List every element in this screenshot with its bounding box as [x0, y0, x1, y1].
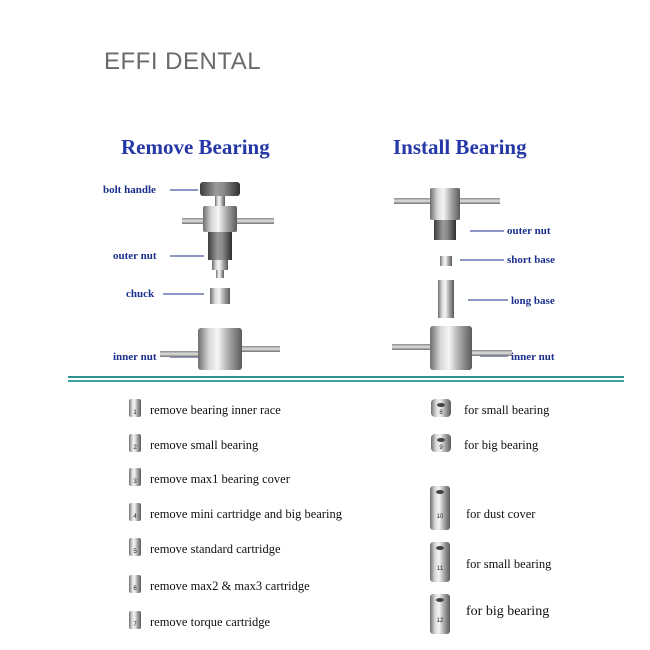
label-long-base: long base [511, 295, 555, 307]
svg-text:3: 3 [133, 479, 137, 485]
chuck-part-icon: 5 [129, 538, 141, 556]
svg-text:7: 7 [133, 622, 137, 628]
part-description: remove standard cartridge [150, 542, 281, 556]
svg-text:4: 4 [133, 514, 137, 520]
chuck-part-icon: 1 [129, 399, 141, 417]
short-base-part-icon: 8 [431, 399, 451, 417]
part-description: remove torque cartridge [150, 615, 271, 629]
label-remove-inner-nut: inner nut [113, 351, 157, 363]
short-base-part-icon: 9 [431, 434, 451, 452]
chuck-part-icon: 2 [129, 434, 141, 452]
part-description: for dust cover [466, 507, 536, 521]
part-description: for big bearing [464, 438, 539, 452]
install-bearing-title: Install Bearing [393, 135, 527, 159]
label-remove-outer-nut: outer nut [113, 250, 157, 262]
svg-text:5: 5 [133, 549, 137, 555]
svg-text:9: 9 [439, 445, 443, 451]
part-description: remove bearing inner race [150, 403, 281, 417]
remove-bearing-title: Remove Bearing [121, 135, 270, 159]
chuck-part-icon: 3 [129, 468, 141, 486]
svg-text:12: 12 [437, 618, 444, 624]
svg-text:1: 1 [133, 410, 137, 416]
chuck-part-icon: 4 [129, 503, 141, 521]
long-base-part-icon: 12 [430, 594, 450, 634]
part-description: remove small bearing [150, 438, 259, 452]
part-description: remove mini cartridge and big bearing [150, 507, 342, 521]
label-install-inner-nut: inner nut [511, 351, 555, 363]
chuck-part-icon: 6 [129, 575, 141, 593]
section-divider [68, 376, 624, 383]
remove-bearing-tool-image [160, 182, 280, 370]
long-base-part-icon: 10 [430, 486, 450, 530]
label-short-base: short base [507, 254, 555, 266]
label-bolt-handle: bolt handle [103, 184, 156, 196]
svg-text:2: 2 [133, 445, 137, 451]
part-description: for big bearing [466, 604, 550, 619]
install-bearing-tool-image [392, 188, 512, 370]
brand-name: EFFI DENTAL [104, 48, 262, 75]
svg-text:11: 11 [437, 566, 444, 572]
part-description: remove max1 bearing cover [150, 472, 290, 486]
part-description: remove max2 & max3 cartridge [150, 579, 310, 593]
svg-text:10: 10 [437, 514, 444, 520]
label-chuck: chuck [126, 288, 155, 300]
chuck-part-icon: 7 [129, 611, 141, 629]
svg-text:8: 8 [439, 410, 443, 416]
svg-text:6: 6 [133, 586, 137, 592]
long-base-part-icon: 11 [430, 542, 450, 582]
part-description: for small bearing [466, 557, 552, 571]
part-description: for small bearing [464, 403, 550, 417]
label-install-outer-nut: outer nut [507, 225, 551, 237]
